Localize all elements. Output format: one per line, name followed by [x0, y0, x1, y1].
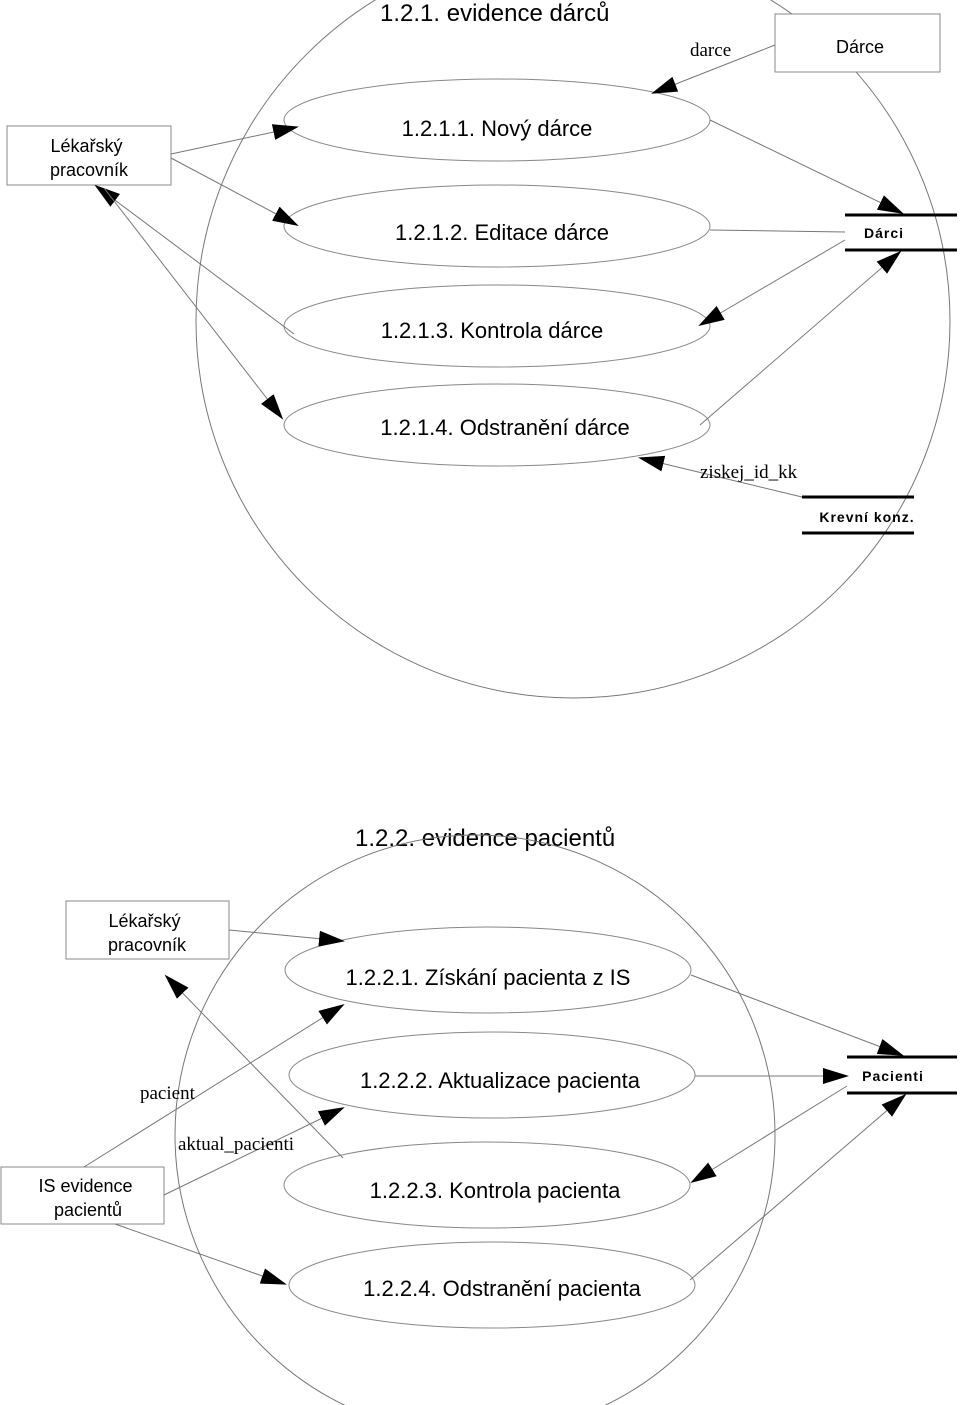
svg-text:Lékařský pracovník: Lékařský pracovník: [50, 136, 129, 180]
flow-check-to-medic2: [164, 974, 344, 1159]
flow-label-ziskej: ziskej_id_kk: [700, 462, 798, 483]
flow-is-to-update: [163, 1107, 345, 1196]
entity-medic-2[interactable]: Lékařský pracovník: [65, 900, 230, 960]
flow-patients-to-check: [690, 1085, 848, 1184]
process-check-donor[interactable]: 1.2.1.3. Kontrola dárce: [283, 284, 711, 368]
section-donors: 1.2.1. evidence dárců Dárce Lékařský pra…: [6, 0, 957, 699]
process-new-donor[interactable]: 1.2.1.1. Nový dárce: [283, 78, 711, 162]
svg-text:1.2.1.2. Editace dárce: 1.2.1.2. Editace dárce: [395, 220, 609, 245]
process-remove-donor[interactable]: 1.2.1.4. Odstranění dárce: [283, 383, 711, 467]
process-update-patient[interactable]: 1.2.2.2. Aktualizace pacienta: [288, 1031, 696, 1119]
flow-label-aktual: aktual_pacienti: [178, 1134, 294, 1155]
process-check-patient[interactable]: 1.2.2.3. Kontrola pacienta: [283, 1141, 691, 1229]
flow-medic-to-remove: [103, 187, 284, 420]
context-circle: [195, 0, 951, 699]
svg-text:Krevní konz.: Krevní konz.: [819, 509, 914, 525]
svg-text:Dárce: Dárce: [836, 37, 884, 57]
entity-medic-1-line2: pracovník: [50, 160, 129, 180]
entity-medic-1[interactable]: Lékařský pracovník: [6, 125, 172, 186]
flow-label-darce: darce: [690, 40, 731, 61]
flow-medic-to-edit: [170, 157, 299, 226]
flow-new-to-donors: [709, 119, 904, 214]
flow-medic2-to-get: [228, 929, 345, 947]
store-patients[interactable]: Pacienti: [847, 1055, 957, 1095]
svg-text:1.2.1.4. Odstranění dárce: 1.2.1.4. Odstranění dárce: [380, 415, 630, 440]
process-edit-donor[interactable]: 1.2.1.2. Editace dárce: [283, 184, 711, 268]
flow-donor-to-new: [651, 44, 776, 94]
svg-text:Lékařský pracovník: Lékařský pracovník: [108, 911, 187, 955]
entity-is-patients[interactable]: IS evidence pacientů: [0, 1166, 165, 1225]
svg-text:1.2.2.4. Odstranění pacienta: 1.2.2.4. Odstranění pacienta: [363, 1276, 641, 1301]
flow-blood-to-remove: [638, 455, 803, 498]
process-get-patient[interactable]: 1.2.2.1. Získání pacienta z IS: [284, 926, 692, 1014]
flow-is-to-get: [83, 1003, 345, 1168]
entity-is-line1: IS evidence: [38, 1176, 132, 1196]
svg-text:Dárci: Dárci: [864, 225, 904, 241]
svg-text:1.2.2.3. Kontrola pacienta: 1.2.2.3. Kontrola pacienta: [370, 1178, 621, 1203]
flow-label-pacient: pacient: [140, 1083, 196, 1104]
svg-text:Pacienti: Pacienti: [862, 1068, 924, 1084]
flow-medic-to-new: [170, 124, 299, 155]
svg-text:IS evidence pacientů: IS evidence pacientů: [38, 1176, 137, 1220]
section1-title: 1.2.1. evidence dárců: [380, 0, 610, 27]
entity-medic-2-line1: Lékařský: [108, 911, 180, 931]
entity-is-line2: pacientů: [54, 1200, 122, 1220]
section2-title: 1.2.2. evidence pacientů: [355, 825, 615, 852]
svg-text:1.2.2.1. Získání pacienta z IS: 1.2.2.1. Získání pacienta z IS: [346, 965, 631, 990]
flow-donors-to-check: [698, 239, 846, 327]
entity-medic-1-line1: Lékařský: [50, 136, 122, 156]
flow-is-to-remove: [114, 1223, 287, 1285]
flow-edit-to-donors: [709, 229, 846, 233]
svg-text:1.2.1.3. Kontrola dárce: 1.2.1.3. Kontrola dárce: [381, 318, 604, 343]
store-donors[interactable]: Dárci: [845, 213, 957, 252]
entity-medic-2-line2: pracovník: [108, 935, 187, 955]
flow-get-to-patients: [690, 974, 904, 1056]
flow-remove-to-donors: [699, 250, 902, 426]
flow-check-to-medic: [94, 184, 295, 335]
svg-text:1.2.1.1. Nový dárce: 1.2.1.1. Nový dárce: [402, 116, 593, 141]
section-patients: 1.2.2. evidence pacientů Lékařský pracov…: [0, 825, 957, 1405]
entity-donor[interactable]: Dárce: [774, 13, 941, 73]
flow-remove-to-patients: [689, 1093, 907, 1281]
process-remove-patient[interactable]: 1.2.2.4. Odstranění pacienta: [288, 1241, 696, 1329]
svg-text:1.2.2.2. Aktualizace pacienta: 1.2.2.2. Aktualizace pacienta: [360, 1068, 641, 1093]
context-circle-2: [174, 834, 776, 1405]
store-blood[interactable]: Krevní konz.: [802, 495, 915, 535]
